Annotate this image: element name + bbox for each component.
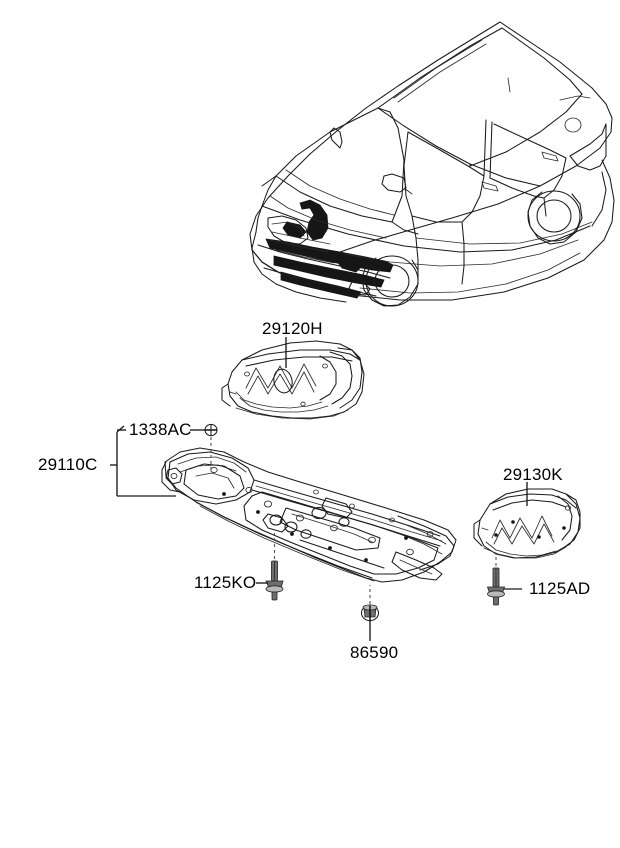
under-cover-side-left-geometry <box>221 340 365 420</box>
under-cover-side-right-geometry <box>473 488 581 559</box>
part-label-1125ad[interactable]: 1125AD <box>529 579 591 598</box>
bolt-icon-1125ad <box>486 567 506 606</box>
part-label-1338ac[interactable]: 1338AC <box>129 420 192 439</box>
bolt-icon-1125ko <box>265 560 284 601</box>
engine-under-cover-main-geometry <box>161 447 457 583</box>
bracket-29110c-top-arm <box>116 425 125 433</box>
suv-line-art <box>249 21 615 307</box>
part-label-29130k[interactable]: 29130K <box>503 465 563 484</box>
part-label-1125ko[interactable]: 1125KO <box>194 573 257 592</box>
part-label-29110c[interactable]: 29110C <box>38 455 98 474</box>
part-label-29120h[interactable]: 29120H <box>262 319 323 338</box>
clip-icon-86590 <box>360 604 380 622</box>
part-label-86590[interactable]: 86590 <box>350 643 399 662</box>
